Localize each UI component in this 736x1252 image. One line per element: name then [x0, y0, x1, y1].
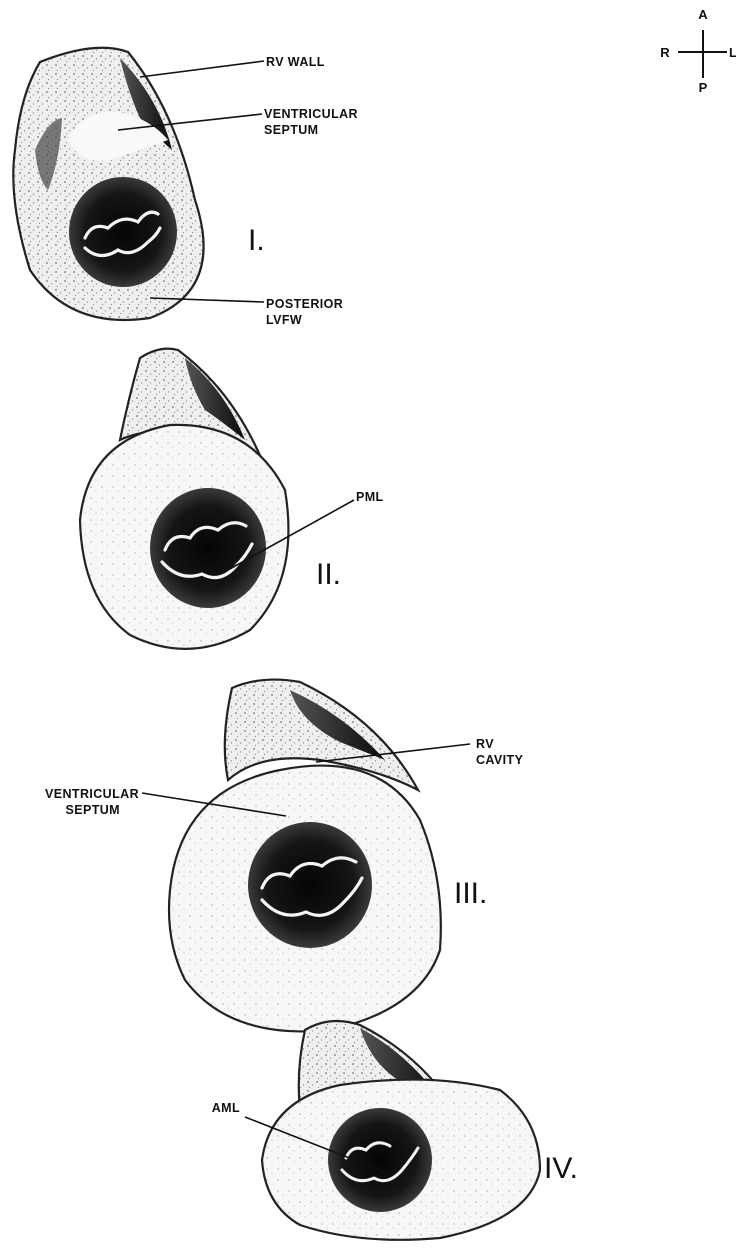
- label-rv-cavity-line2: CAVITY: [476, 753, 524, 767]
- label-aml: AML: [212, 1101, 240, 1115]
- section-1-lv-cavity: [69, 177, 177, 287]
- label-rv-wall: RV WALL: [266, 55, 325, 69]
- compass-left-label: L: [729, 45, 736, 60]
- compass-posterior-label: P: [699, 80, 708, 95]
- label-ventricular-septum-1-line1: VENTRICULAR: [264, 107, 358, 121]
- section-1-numeral: I.: [248, 224, 265, 257]
- label-ventricular-septum-3-line1: VENTRICULAR: [45, 787, 139, 801]
- section-4-lv-cavity: [328, 1108, 432, 1212]
- label-ventricular-septum-3-line2: SEPTUM: [66, 803, 121, 817]
- compass-anterior-label: A: [698, 7, 708, 22]
- section-3-numeral: III.: [454, 877, 487, 910]
- section-2-numeral: II.: [316, 558, 341, 591]
- section-3: [169, 680, 441, 1032]
- section-1: [13, 48, 203, 320]
- compass-right-label: R: [660, 45, 670, 60]
- label-posterior-lvfw-line2: LVFW: [266, 313, 302, 327]
- label-ventricular-septum-1-line2: SEPTUM: [264, 123, 319, 137]
- section-4-numeral: IV.: [544, 1152, 578, 1185]
- section-2: [80, 349, 288, 649]
- label-pml: PML: [356, 490, 384, 504]
- section-3-lv-cavity: [248, 822, 372, 948]
- label-rv-cavity-line1: RV: [476, 737, 494, 751]
- label-posterior-lvfw-line1: POSTERIOR: [266, 297, 343, 311]
- section-4: [262, 1021, 540, 1240]
- orientation-compass: A R L P: [660, 7, 736, 95]
- leader-rv-wall-1: [140, 61, 264, 77]
